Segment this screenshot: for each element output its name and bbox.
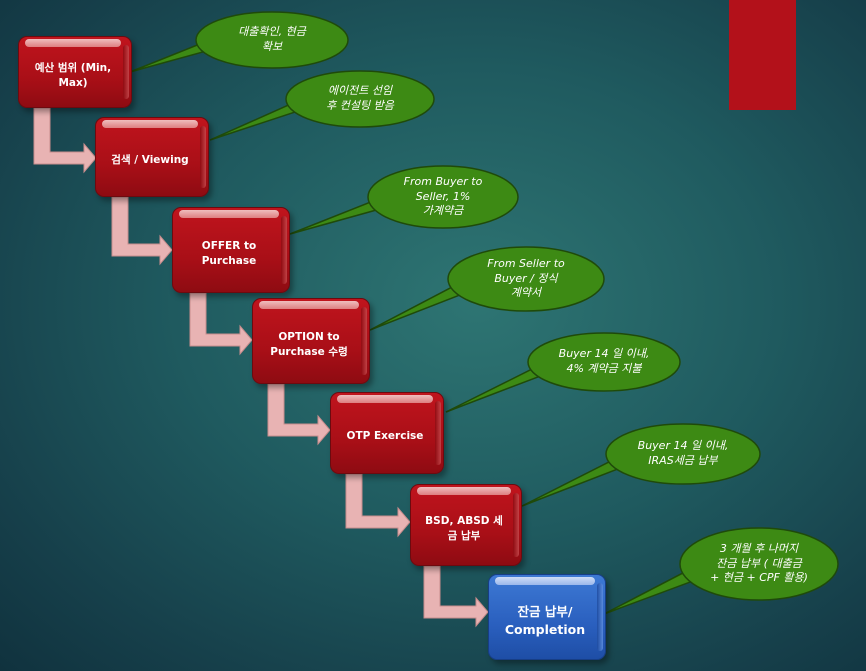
- step-tax-payment: BSD, ABSD 세 금 납부: [410, 484, 522, 566]
- callout-bubble-4: [369, 246, 605, 331]
- flow-arrow-2: [111, 196, 173, 266]
- callout-2-text: 에이전트 선임 후 컨설팅 받음: [326, 84, 394, 112]
- step-tax-payment-label: BSD, ABSD 세 금 납부: [425, 514, 503, 542]
- step-otp-exercise-label: OTP Exercise: [346, 430, 424, 443]
- step-viewing-label: 검색 / Viewing: [111, 154, 189, 167]
- flow-arrow-6: [423, 565, 489, 628]
- step-budget: 예산 범위 (Min, Max): [18, 36, 132, 108]
- step-completion: 잔금 납부/ Completion: [488, 574, 606, 660]
- callout-bubble-3: [289, 165, 519, 235]
- flow-arrow-1: [33, 107, 97, 174]
- step-offer: OFFER to Purchase: [172, 207, 290, 293]
- callout-bubble-5: [445, 332, 681, 413]
- callout-5-text: Buyer 14 일 이내, 4% 계약금 지불: [558, 347, 650, 375]
- step-otp-exercise: OTP Exercise: [330, 392, 444, 474]
- callout-bubble-7: [603, 527, 839, 615]
- step-viewing: 검색 / Viewing: [95, 117, 209, 197]
- callout-7-text: 3 개월 후 나머지 잔금 납부 ( 대출금 + 현금 + CPF 활용): [710, 541, 808, 585]
- step-offer-label: OFFER to Purchase: [201, 239, 257, 267]
- callout-bubble-6: [521, 423, 761, 507]
- callout-4-text: From Seller to Buyer / 정식 계약서: [487, 256, 565, 300]
- flow-arrow-5: [345, 473, 411, 538]
- callout-1-text: 대출확인, 현금 확보: [238, 25, 306, 53]
- callout-3-text: From Buyer to Seller, 1% 가계약금: [403, 174, 483, 218]
- step-option-label: OPTION to Purchase 수령: [270, 330, 348, 358]
- callout-6-text: Buyer 14 일 이내, IRAS세금 납부: [637, 439, 729, 467]
- decorative-red-rectangle: [729, 0, 796, 110]
- callout-bubble-1: [129, 11, 349, 73]
- step-budget-label: 예산 범위 (Min, Max): [34, 61, 112, 89]
- callout-bubble-2: [209, 70, 435, 141]
- flow-arrow-3: [189, 292, 253, 356]
- flow-arrow-4: [267, 383, 331, 446]
- step-option: OPTION to Purchase 수령: [252, 298, 370, 384]
- step-completion-label: 잔금 납부/ Completion: [504, 603, 586, 637]
